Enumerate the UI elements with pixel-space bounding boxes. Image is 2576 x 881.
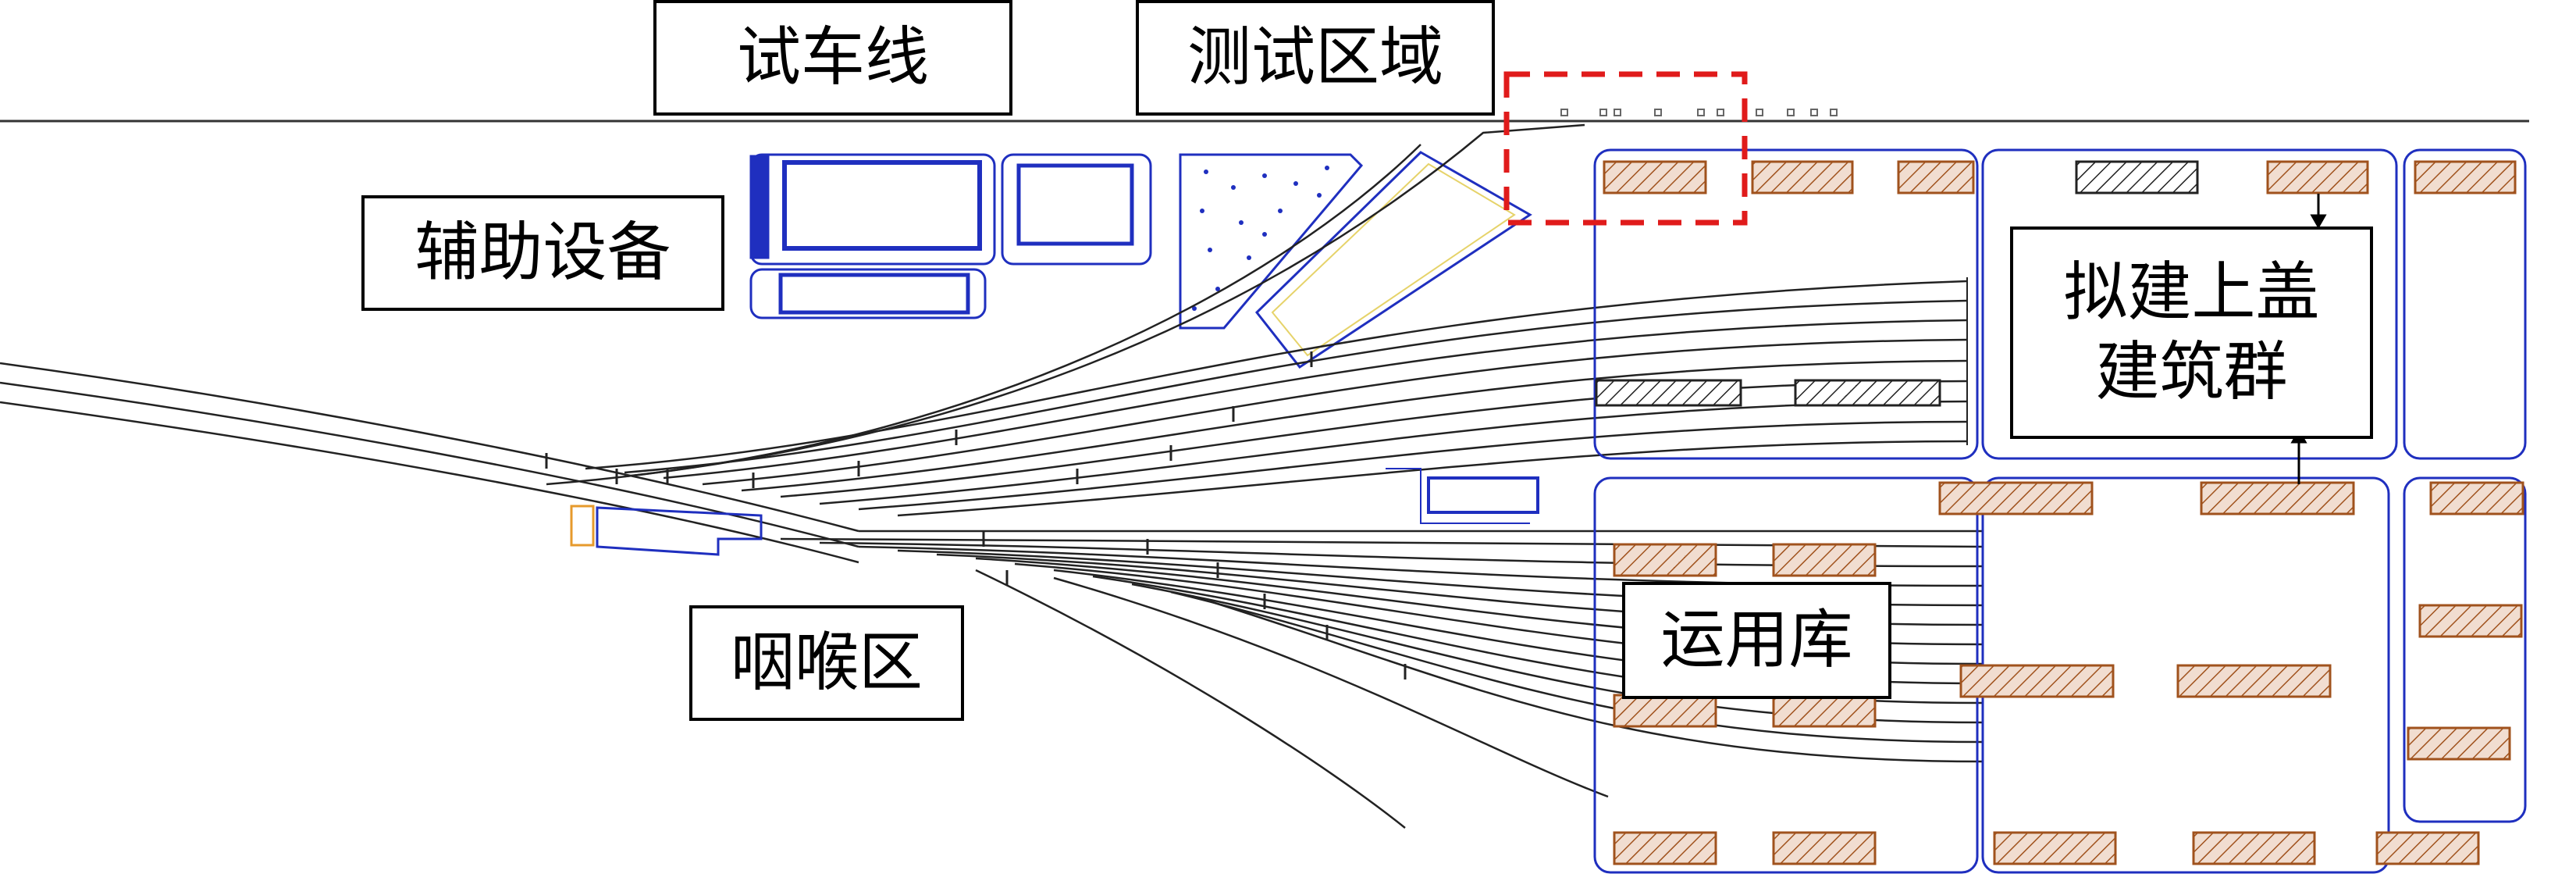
aux-equipment-dots [1192, 166, 1329, 311]
yard-outlines [1593, 148, 2527, 874]
depot-text: 运用库 [1660, 602, 1853, 677]
test-line-label: 试车线 [653, 0, 1012, 116]
test-line-shed [1254, 151, 1532, 369]
planned-buildings-text-1: 拟建上盖 [2063, 255, 2320, 330]
switch-ticks [545, 351, 1407, 679]
aux-equipment-text: 辅助设备 [415, 215, 671, 290]
signal-building-outline [1386, 468, 1530, 524]
dark-hatched-buildings [1595, 160, 2199, 407]
boundary-markers [1560, 109, 1838, 116]
signal-building [1427, 476, 1539, 514]
depot-label: 运用库 [1622, 582, 1891, 699]
aux-equipment-buildings [749, 153, 1364, 330]
test-line-text: 试车线 [736, 20, 929, 95]
aux-equipment-label: 辅助设备 [361, 195, 724, 311]
throat-area-label: 咽喉区 [689, 605, 964, 721]
test-area-text: 测试区域 [1187, 20, 1443, 95]
existing-buildings [1603, 160, 2524, 865]
test-area-label: 测试区域 [1136, 0, 1495, 116]
planned-buildings-label: 拟建上盖 建筑群 [2010, 226, 2373, 439]
test-line-shed-inner [1271, 162, 1516, 357]
throat-area-text: 咽喉区 [730, 625, 923, 700]
planned-buildings-text-2: 建筑群 [2095, 335, 2288, 409]
throat-platform [570, 505, 763, 556]
test-area-highlight [1503, 71, 1748, 226]
